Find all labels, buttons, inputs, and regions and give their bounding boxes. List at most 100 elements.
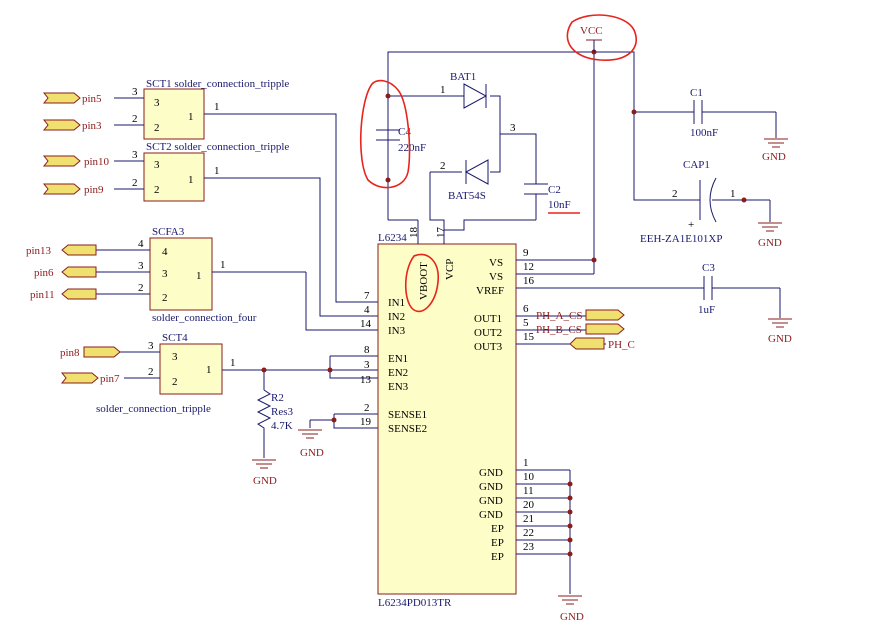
bat1-p1: 1 — [440, 84, 446, 96]
sct2-out1-num: 1 — [214, 165, 220, 177]
svg-text:10: 10 — [523, 471, 535, 483]
svg-text:21: 21 — [523, 513, 534, 525]
sct1-pin3-label: 3 — [154, 97, 160, 109]
cap1-capacitor[interactable]: CAP1 EEH-ZA1E101XP 2 1 + — [640, 159, 736, 245]
sct2-pin2-label: 2 — [154, 184, 160, 196]
svg-text:13: 13 — [360, 374, 372, 386]
svg-text:19: 19 — [360, 416, 372, 428]
svg-text:EP: EP — [491, 551, 504, 563]
scfa3-p4: 4 — [162, 246, 168, 258]
ic-top-label: L6234 — [378, 232, 407, 244]
net-ph-a-cs-label: PH_A_CS — [536, 310, 582, 322]
port-pin11[interactable]: pin11 — [30, 288, 97, 301]
bat1-diode[interactable]: BAT1 BAT54S 1 2 3 — [440, 71, 516, 202]
scfa3-e1: 1 — [220, 259, 226, 271]
svg-text:23: 23 — [523, 541, 535, 553]
svg-text:VS: VS — [489, 271, 503, 283]
vcc-symbol: VCC — [580, 25, 603, 52]
sct1-component[interactable]: SCT1 solder_connection_tripple 3 2 1 3 2… — [114, 78, 289, 140]
sct2-component[interactable]: SCT2 solder_connection_tripple 3 2 1 3 2… — [114, 141, 289, 202]
sct2-body — [143, 152, 205, 202]
annotation-circle-vboot — [404, 253, 439, 313]
svg-text:EP: EP — [491, 523, 504, 535]
c4-capacitor[interactable]: C4 220nF — [376, 126, 426, 154]
port-pin5[interactable]: pin5 — [42, 92, 102, 105]
red-annotations — [360, 14, 637, 313]
c3-name: C3 — [702, 262, 715, 274]
cap1-p1: 1 — [730, 188, 736, 200]
sct4-pin1: 1 — [206, 364, 212, 376]
sct2-in3-num: 3 — [132, 149, 138, 161]
sct4-subtitle: solder_connection_tripple — [96, 403, 211, 415]
sct2-pin1-label: 1 — [188, 174, 194, 186]
port-pin13-label: pin13 — [26, 245, 52, 257]
port-pin7[interactable]: pin7 — [60, 372, 120, 385]
c4-value: 220nF — [398, 142, 426, 154]
svg-text:IN1: IN1 — [388, 297, 405, 309]
sct4-out1: 1 — [230, 357, 236, 369]
port-pin6[interactable]: pin6 — [34, 266, 97, 279]
port-pin5-label: pin5 — [82, 93, 102, 105]
svg-text:15: 15 — [523, 331, 535, 343]
port-pin8[interactable]: pin8 — [60, 346, 121, 359]
net-ph-a-cs[interactable]: PH_A_CS — [536, 309, 625, 322]
scfa3-e2: 2 — [138, 282, 144, 294]
svg-text:2: 2 — [364, 402, 370, 414]
c2-name: C2 — [548, 184, 561, 196]
svg-text:6: 6 — [523, 303, 529, 315]
svg-text:14: 14 — [360, 318, 372, 330]
sct4-in3: 3 — [148, 340, 154, 352]
gnd-r2-label: GND — [253, 475, 277, 487]
port-pin6-label: pin6 — [34, 267, 54, 279]
svg-text:12: 12 — [523, 261, 534, 273]
svg-text:EP: EP — [491, 537, 504, 549]
top-wires — [387, 51, 777, 244]
cap1-name: CAP1 — [683, 159, 710, 171]
svg-text:OUT2: OUT2 — [474, 327, 502, 339]
gnd-sense: GND — [298, 429, 324, 459]
gnd-cap1: GND — [758, 222, 782, 249]
svg-text:SENSE2: SENSE2 — [388, 423, 427, 435]
svg-text:SENSE1: SENSE1 — [388, 409, 427, 421]
net-ph-c[interactable]: PH_C — [569, 337, 635, 351]
sct4-body — [159, 343, 223, 395]
port-pin10[interactable]: pin10 — [42, 155, 110, 168]
sct1-title: SCT1 solder_connection_tripple — [146, 78, 289, 90]
r2-value: 4.7K — [271, 420, 293, 432]
svg-text:20: 20 — [523, 499, 535, 511]
net-ph-b-cs[interactable]: PH_B_CS — [536, 323, 625, 336]
r2-resistor[interactable]: R2 Res3 4.7K — [256, 389, 294, 432]
port-pin13[interactable]: pin13 — [26, 244, 97, 257]
port-pin9[interactable]: pin9 — [42, 183, 104, 196]
annotation-circle-c4 — [360, 79, 411, 189]
sct4-pin3: 3 — [172, 351, 178, 363]
c1-name: C1 — [690, 87, 703, 99]
c3-capacitor[interactable]: C3 1uF — [698, 262, 781, 318]
sct2-pin3-label: 3 — [154, 159, 160, 171]
sct4-component[interactable]: SCT4 solder_connection_tripple 3 2 1 3 2… — [96, 332, 330, 415]
port-pin3[interactable]: pin3 — [42, 119, 102, 132]
junction-r2 — [261, 367, 267, 373]
junction-en — [327, 367, 333, 373]
gnd-c1-label: GND — [762, 151, 786, 163]
svg-text:IN2: IN2 — [388, 311, 405, 323]
svg-text:7: 7 — [364, 290, 370, 302]
ic-pin17: 17 — [435, 227, 447, 239]
c1-capacitor[interactable]: C1 100nF — [690, 87, 718, 139]
sct1-body — [143, 88, 205, 140]
svg-text:VS: VS — [489, 257, 503, 269]
sct1-pin2-label: 2 — [154, 122, 160, 134]
c2-capacitor[interactable]: C2 10nF — [524, 183, 571, 211]
gnd-sense-label: GND — [300, 447, 324, 459]
svg-text:GND: GND — [479, 481, 503, 493]
scfa3-component[interactable]: SCFA3 solder_connection_four 4 3 2 1 4 3… — [96, 226, 306, 324]
sct4-in2: 2 — [148, 366, 154, 378]
vcc-label: VCC — [580, 25, 603, 37]
ic-l6234[interactable]: L6234 L6234PD013TR VBOOT VCP 18 17 7IN1 … — [360, 227, 535, 610]
scfa3-e4: 4 — [138, 238, 144, 250]
net-ph-b-cs-label: PH_B_CS — [536, 324, 582, 336]
gnd-r2: GND — [252, 459, 277, 487]
svg-text:8: 8 — [364, 344, 370, 356]
